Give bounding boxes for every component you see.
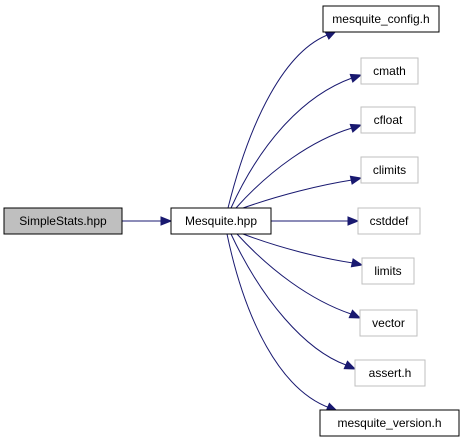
arrowhead-icon	[348, 309, 362, 319]
node-cmath[interactable]: cmath	[360, 57, 419, 85]
edge-mesquite-to-cmath	[230, 73, 363, 209]
edges-layer	[122, 30, 364, 412]
node-mesquite-label: Mesquite.hpp	[185, 214, 257, 228]
node-vector-box	[359, 309, 418, 337]
node-mesquite-version-box	[319, 409, 460, 437]
node-simplestats[interactable]: SimpleStats.hpp	[3, 207, 123, 235]
node-mesquite-config-box	[322, 5, 440, 33]
node-cstddef-box	[357, 207, 421, 235]
node-assert-h-box	[354, 359, 426, 387]
node-limits-box	[361, 257, 415, 285]
edge-line	[242, 233, 354, 264]
node-mesquite-box	[170, 207, 272, 235]
edge-simplestats-to-mesquite	[122, 216, 173, 226]
node-vector-label: vector	[372, 316, 405, 330]
edge-mesquite-to-mesquite-version	[226, 233, 339, 412]
node-mesquite[interactable]: Mesquite.hpp	[170, 207, 272, 235]
edge-mesquite-to-assert-h	[230, 233, 357, 370]
node-cstddef[interactable]: cstddef	[357, 207, 421, 235]
node-simplestats-box	[3, 207, 123, 235]
arrowhead-icon	[350, 258, 364, 268]
node-simplestats-label: SimpleStats.hpp	[19, 214, 107, 228]
node-cfloat-box	[360, 106, 416, 134]
edge-mesquite-to-limits	[242, 233, 364, 268]
node-climits[interactable]: climits	[360, 156, 419, 184]
edge-line	[227, 33, 331, 209]
node-cmath-box	[360, 57, 419, 85]
node-climits-label: climits	[373, 163, 406, 177]
node-mesquite-version[interactable]: mesquite_version.h	[319, 409, 460, 437]
node-assert-h-label: assert.h	[369, 366, 412, 380]
edge-mesquite-to-vector	[236, 233, 362, 319]
node-assert-h[interactable]: assert.h	[354, 359, 426, 387]
node-cfloat[interactable]: cfloat	[360, 106, 416, 134]
arrowhead-icon	[160, 216, 173, 226]
node-cmath-label: cmath	[373, 64, 406, 78]
node-mesquite-config[interactable]: mesquite_config.h	[322, 5, 440, 33]
edge-line	[236, 233, 352, 315]
node-mesquite-version-label: mesquite_version.h	[337, 416, 441, 430]
edge-line	[226, 233, 331, 409]
edge-mesquite-to-cstddef	[271, 216, 360, 226]
edge-mesquite-to-climits	[242, 175, 363, 209]
node-cfloat-label: cfloat	[374, 113, 403, 127]
edge-line	[235, 127, 353, 209]
arrowhead-icon	[349, 123, 363, 133]
arrowhead-icon	[343, 360, 357, 370]
node-cstddef-label: cstddef	[370, 214, 409, 228]
arrowhead-icon	[349, 175, 363, 185]
arrowhead-icon	[349, 73, 363, 83]
node-climits-box	[360, 156, 419, 184]
arrowhead-icon	[347, 216, 360, 226]
edge-line	[230, 233, 347, 366]
edge-mesquite-to-cfloat	[235, 123, 363, 209]
node-vector[interactable]: vector	[359, 309, 418, 337]
node-limits[interactable]: limits	[361, 257, 415, 285]
node-limits-label: limits	[374, 264, 401, 278]
node-mesquite-config-label: mesquite_config.h	[332, 12, 429, 26]
edge-line	[230, 77, 353, 209]
edge-line	[242, 179, 353, 209]
